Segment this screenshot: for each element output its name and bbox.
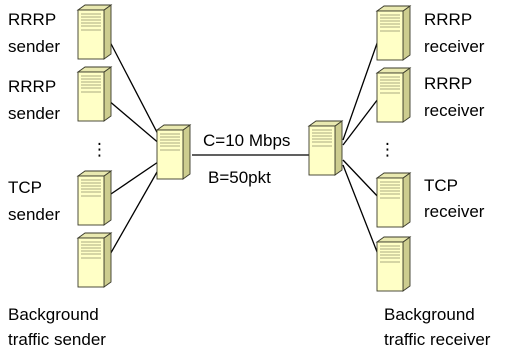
server-tower-icon — [308, 120, 343, 176]
server-tower-icon — [376, 5, 411, 61]
left-node-1-label-line-2: sender — [8, 37, 60, 56]
right-node-1-label-line-1: RRRP — [424, 10, 472, 29]
left-node-3-label-line-2: sender — [8, 205, 60, 224]
right-node-3-label-line-1: TCP — [424, 176, 458, 195]
server-tower-icon — [376, 172, 411, 228]
right-node-2-label-line-2: receiver — [424, 101, 485, 120]
link-right-receiver-3 — [342, 159, 382, 201]
link-right-receiver-4 — [342, 164, 382, 263]
right-ellipsis: ⋮ — [379, 140, 396, 159]
server-tower-icon — [77, 66, 112, 122]
left-node-3-label-line-1: TCP — [8, 178, 42, 197]
right-node-4-label-line-2: traffic receiver — [384, 330, 491, 349]
link-left-sender-1 — [107, 37, 162, 141]
server-tower-icon — [77, 170, 112, 226]
server-tower-icon — [376, 67, 411, 123]
right-node-4-label-line-1: Background — [384, 305, 475, 324]
link-capacity-label: C=10 Mbps — [203, 131, 290, 150]
right-node-2-label-line-1: RRRP — [424, 74, 472, 93]
connections — [107, 31, 382, 263]
left-node-2-label-line-1: RRRP — [8, 77, 56, 96]
link-left-sender-4 — [107, 164, 162, 259]
left-node-2-label-line-2: sender — [8, 104, 60, 123]
link-left-sender-3 — [107, 159, 162, 197]
left-node-4-label-line-2: traffic sender — [8, 330, 106, 349]
server-tower-icon — [77, 232, 112, 288]
link-right-receiver-1 — [342, 31, 382, 141]
server-tower-icon — [376, 236, 411, 292]
link-right-receiver-2 — [342, 94, 382, 146]
right-node-1-label-line-2: receiver — [424, 37, 485, 56]
right-node-3-label-line-2: receiver — [424, 202, 485, 221]
left-ellipsis: ⋮ — [91, 140, 108, 159]
link-left-sender-2 — [107, 99, 162, 146]
link-buffer-label: B=50pkt — [208, 168, 271, 187]
server-tower-icon — [156, 124, 191, 180]
server-tower-icon — [77, 4, 112, 60]
left-node-1-label-line-1: RRRP — [8, 10, 56, 29]
left-node-4-label-line-1: Background — [8, 305, 99, 324]
